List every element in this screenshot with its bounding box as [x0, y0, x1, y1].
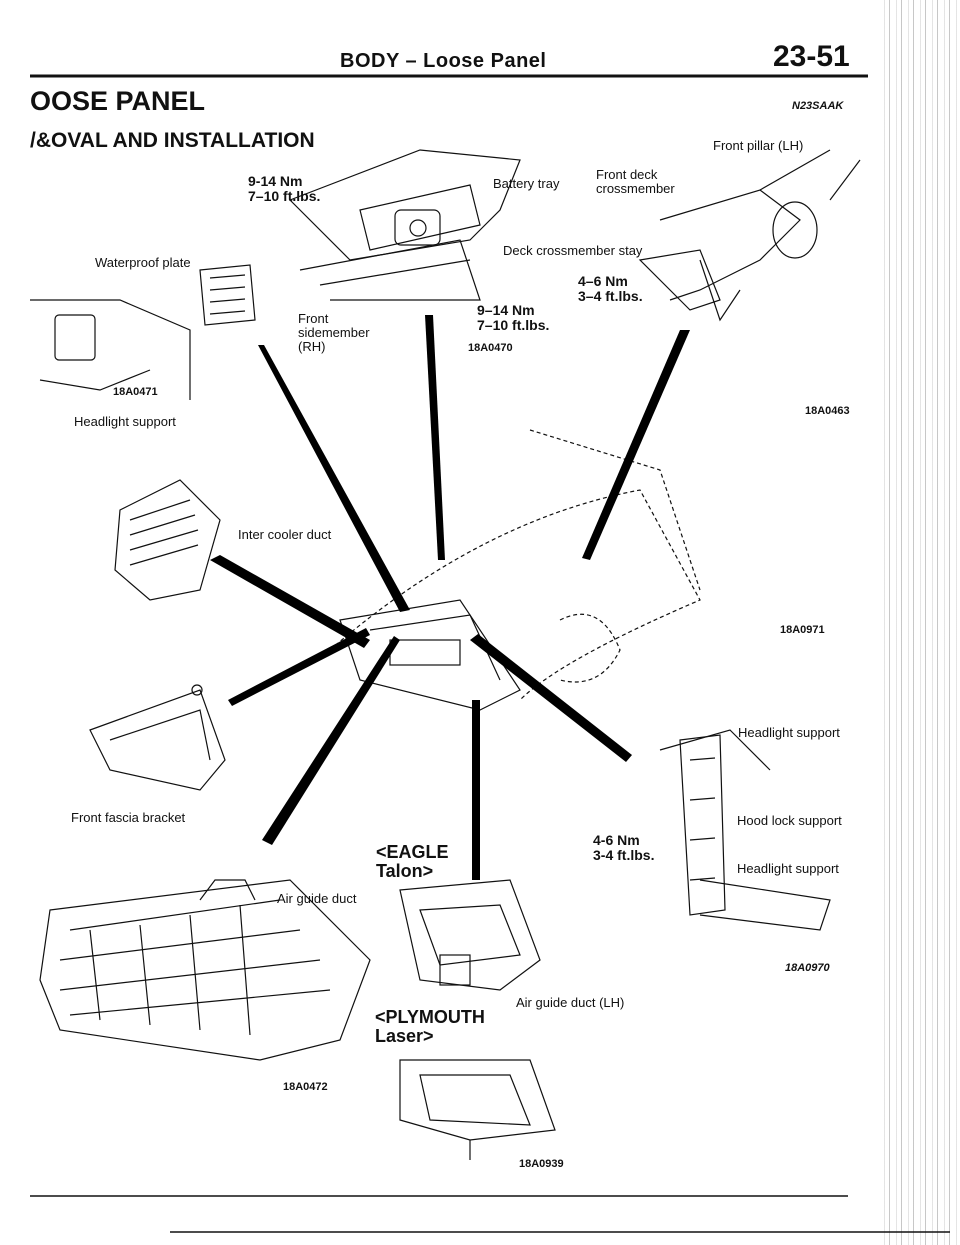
figure-code: 18A0472 — [283, 1081, 328, 1093]
waterproof-plate-part — [30, 264, 256, 400]
label-inter-cooler-duct: Inter cooler duct — [238, 527, 332, 542]
figure-code: 18A0463 — [805, 405, 850, 417]
page-number: 23-51 — [773, 40, 850, 73]
hood-latch-assembly — [288, 149, 521, 301]
label-headlight-support: Headlight support — [738, 725, 840, 740]
air-guide-duct-part — [39, 879, 371, 1061]
page-title: OOSE PANEL — [30, 86, 206, 116]
figure-code: 18A0470 — [468, 342, 513, 354]
label-front-fascia-bracket: Front fascia bracket — [71, 810, 186, 825]
label-front-pillar: Front pillar (LH) — [713, 138, 804, 153]
eagle-duct-part — [399, 879, 541, 991]
figure-code: 18A0471 — [113, 386, 158, 398]
front-fascia-bracket-part — [89, 684, 226, 791]
section-code: N23SAAK — [792, 100, 844, 112]
label-headlight-support: Headlight support — [74, 414, 176, 429]
hood-lock-support-part — [659, 729, 831, 931]
label-headlight-support: Headlight support — [737, 861, 839, 876]
label-battery-tray: Battery tray — [493, 176, 560, 191]
section-header: BODY – Loose Panel — [340, 50, 547, 72]
page-subtitle: /&OVAL AND INSTALLATION — [30, 129, 315, 152]
plymouth-duct-part — [399, 1059, 556, 1160]
label-air-guide-duct: Air guide duct — [277, 891, 357, 906]
inter-cooler-duct-part — [114, 479, 221, 601]
label-deck-crossmember-stay: Deck crossmember stay — [503, 243, 643, 258]
figure-code: 18A0939 — [519, 1158, 564, 1170]
callout-pointers — [210, 315, 690, 880]
scan-edge-artifact — [878, 0, 960, 1245]
label-waterproof-plate: Waterproof plate — [95, 255, 191, 270]
figure-code: 18A0970 — [785, 962, 830, 974]
label-hood-lock-support: Hood lock support — [737, 813, 842, 828]
front-pillar-stay — [638, 149, 861, 322]
figure-code: 18A0971 — [780, 624, 825, 636]
vehicle-outline — [329, 429, 701, 701]
label-air-guide-duct-lh: Air guide duct (LH) — [516, 995, 625, 1010]
